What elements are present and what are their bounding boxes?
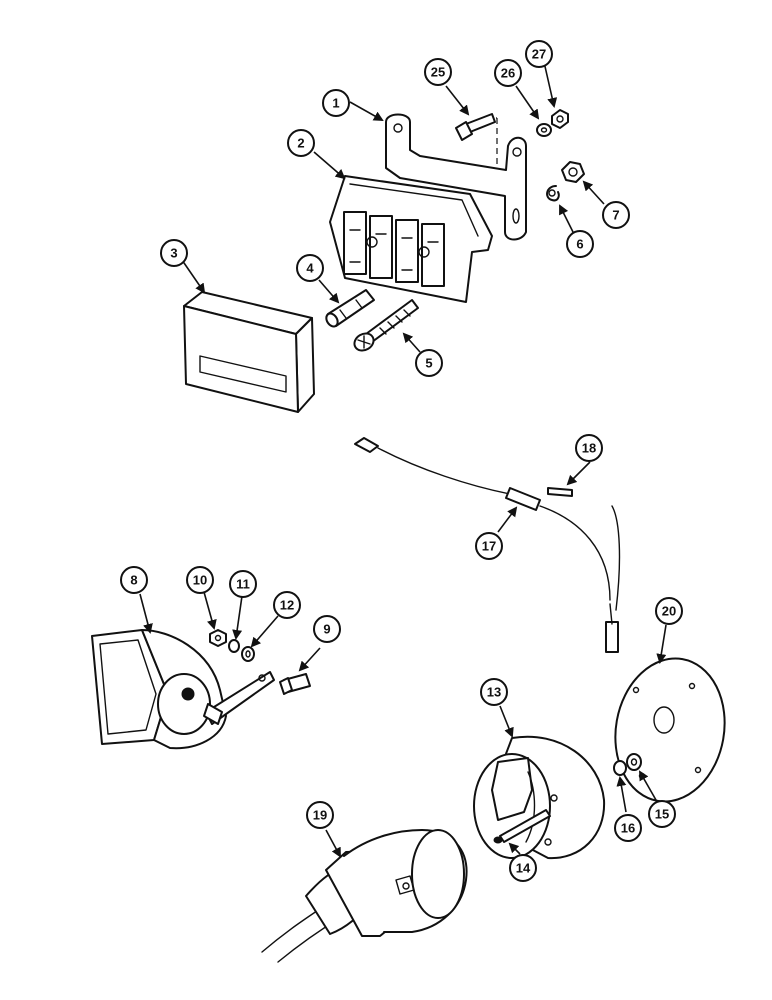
callout-label: 11	[236, 577, 250, 592]
lock-washer	[546, 185, 560, 202]
pin	[547, 487, 573, 497]
washer	[228, 639, 240, 653]
fuse-holder-block	[329, 175, 493, 303]
callout-13: 13	[480, 678, 508, 706]
callout-18: 18	[575, 434, 603, 462]
callout-label: 13	[487, 685, 501, 700]
callout-label: 9	[323, 622, 330, 637]
callout-26: 26	[494, 59, 522, 87]
callout-label: 12	[280, 598, 294, 613]
callout-label: 2	[297, 136, 304, 151]
callout-25: 25	[424, 58, 452, 86]
callout-label: 16	[621, 821, 635, 836]
callout-label: 3	[170, 246, 177, 261]
callout-15: 15	[648, 800, 676, 828]
callout-label: 10	[193, 573, 207, 588]
screw	[493, 809, 551, 844]
callout-label: 19	[313, 808, 327, 823]
bolt	[455, 113, 496, 141]
socket-housing	[473, 735, 606, 860]
callout-27: 27	[525, 40, 553, 68]
callout-5: 5	[415, 349, 443, 377]
nut	[209, 629, 227, 647]
callout-4: 4	[296, 254, 324, 282]
mounting-bracket	[385, 113, 527, 241]
star-washer	[241, 646, 255, 662]
callout-17: 17	[475, 532, 503, 560]
callout-11: 11	[229, 570, 257, 598]
washer	[536, 123, 552, 137]
callout-9: 9	[313, 615, 341, 643]
callout-2: 2	[287, 129, 315, 157]
callout-1: 1	[322, 89, 350, 117]
callout-label: 25	[431, 65, 445, 80]
callout-label: 15	[655, 807, 669, 822]
callout-label: 6	[576, 237, 583, 252]
callout-20: 20	[655, 597, 683, 625]
callout-14: 14	[509, 854, 537, 882]
screw	[353, 299, 419, 352]
nut	[551, 109, 569, 129]
callout-label: 4	[306, 261, 314, 276]
callout-label: 5	[425, 356, 432, 371]
lock-washer	[613, 760, 627, 776]
callout-7: 7	[602, 201, 630, 229]
leader-lines	[139, 61, 667, 858]
gasket-plate	[614, 657, 726, 803]
callout-label: 18	[582, 441, 596, 456]
cartridge-fuse	[325, 289, 375, 328]
callout-3: 3	[160, 239, 188, 267]
lamp-assembly	[91, 629, 275, 750]
callout-label: 1	[332, 96, 339, 111]
callout-10: 10	[186, 566, 214, 594]
callout-label: 7	[612, 208, 619, 223]
callout-19: 19	[306, 801, 334, 829]
plug-connector	[261, 829, 468, 963]
callout-12: 12	[273, 591, 301, 619]
fuse-box-cover	[183, 291, 315, 413]
bolt	[279, 673, 311, 695]
callout-16: 16	[614, 814, 642, 842]
callout-label: 14	[516, 861, 531, 876]
washer	[626, 753, 642, 771]
callout-label: 20	[662, 604, 676, 619]
callout-8: 8	[120, 566, 148, 594]
callout-6: 6	[566, 230, 594, 258]
callout-label: 26	[501, 66, 515, 81]
callout-label: 8	[130, 573, 137, 588]
lead-harness	[354, 437, 621, 653]
nut	[561, 161, 585, 183]
callout-label: 27	[532, 47, 546, 62]
callout-label: 17	[482, 539, 496, 554]
